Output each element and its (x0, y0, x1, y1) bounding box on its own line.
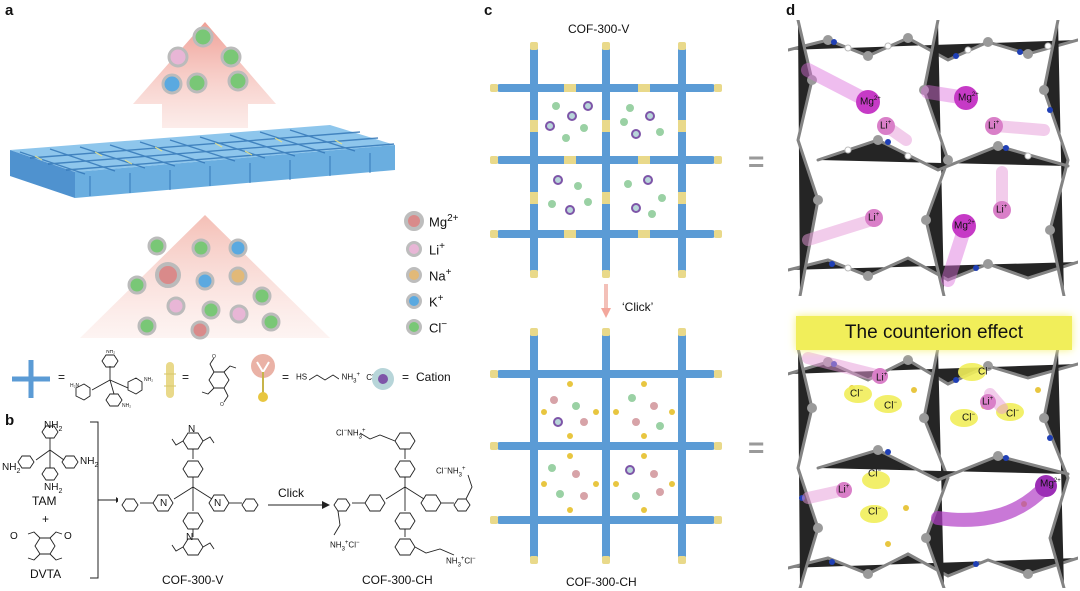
counterion-banner: The counterion effect (796, 316, 1072, 350)
md-snapshot-cof-300-ch (788, 318, 1078, 588)
cof-300-ch-label: COF-300-CH (362, 573, 433, 587)
dvta-label: DVTA (30, 567, 62, 581)
svg-text:H₂N: H₂N (70, 383, 80, 389)
svg-text:O: O (220, 402, 224, 406)
panel-d-label: d (786, 2, 796, 19)
d-ion-b6: Li+ (982, 396, 994, 408)
cof-300-ch-title: COF-300-CH (566, 575, 637, 589)
ch-ammonium-left: NH3+Cl− (330, 540, 360, 553)
tam-nh2-bottom: NH2 (44, 482, 63, 495)
cof-300-v-title: COF-300-V (568, 22, 630, 36)
svg-text:NH₂: NH₂ (144, 377, 153, 383)
panel-b-label: b (5, 412, 15, 429)
upper-arrow (133, 22, 276, 128)
cof-membrane (10, 125, 395, 198)
click-quote-label: ‘Click’ (622, 300, 654, 314)
legend-item-na: Na+ (404, 262, 474, 288)
d-ion-b8: Li+ (838, 484, 850, 496)
na-ion-icon (406, 267, 422, 283)
tam-nh2-left: NH2 (2, 462, 21, 475)
tam-structure (17, 425, 79, 481)
alkyl-chain-icon (309, 374, 340, 381)
d-ion-b3: Cl− (884, 400, 897, 412)
ch-ammonium-top: Cl−NH3+ (336, 428, 366, 441)
legend-item-cl: Cl− (404, 314, 474, 340)
feed-ions (127, 236, 281, 340)
cof-300-v-label: COF-300-V (162, 573, 224, 587)
d-ion-3: Li+ (880, 120, 892, 132)
dvta-structure (27, 531, 63, 561)
d-ion-7: Mg2+ (954, 220, 975, 232)
legend-item-mg: Mg2+ (404, 206, 474, 236)
thiol-pin-icon (251, 354, 275, 402)
mg-ion-icon (404, 211, 424, 231)
click-label: Click (278, 486, 304, 500)
panel-a-illustration (10, 22, 395, 340)
click-arrow (268, 501, 330, 509)
svg-text:NH₂: NH₂ (106, 350, 115, 355)
click-transform-arrow (601, 284, 611, 320)
md-snapshot-cof-300-v (788, 20, 1078, 296)
d-ion-b9: Cl− (868, 468, 881, 480)
pore-cations (545, 101, 666, 218)
permeated-ions (161, 26, 249, 95)
pore-ions-ch (548, 394, 664, 500)
ch-ammonium-right: Cl−NH3+ (436, 466, 466, 479)
d-ion-b11: Mg2+ (1040, 478, 1061, 490)
tam-label: TAM (32, 494, 57, 508)
cof-300-v-grid (490, 42, 722, 278)
cof-300-v-structure (121, 432, 259, 556)
d-ion-1: Mg2+ (860, 96, 881, 108)
cof-300-ch-grid (490, 328, 722, 564)
plus-sign: + (42, 512, 50, 526)
ion-legend: Mg2+ Li+ Na+ K+ Cl− (404, 206, 474, 340)
cl-ion-icon (406, 319, 422, 335)
panel-a-label: a (5, 2, 14, 19)
equals-top: = (748, 146, 765, 177)
d-ion-4: Li+ (988, 120, 1000, 132)
cation-symbol-icon (372, 368, 394, 390)
legend-item-k: K+ (404, 288, 474, 314)
d-ion-6: Li+ (996, 204, 1008, 216)
linker-icon (164, 362, 176, 398)
d-ion-2: Mg2+ (958, 92, 979, 104)
li-ion-icon (406, 241, 422, 257)
ch-ammonium-bottom: NH3+Cl− (446, 556, 476, 569)
svg-text:NH₂: NH₂ (122, 403, 131, 408)
reaction-bracket (90, 421, 118, 579)
d-ion-b5: Cl− (962, 412, 975, 424)
svg-text:O: O (212, 354, 216, 360)
d-ion-5: Li+ (868, 212, 880, 224)
tetrahedral-node-icon (12, 360, 50, 398)
k-ion-icon (406, 293, 422, 309)
cysteamine-formula: HS NH3+ Cl− (296, 372, 377, 385)
cation-label: Cation (416, 370, 451, 384)
dvta-molecule-icon: OO (201, 354, 237, 406)
cation-trails (801, 63, 1050, 287)
equals-bottom: = (748, 432, 765, 463)
cof-300-ch-structure (333, 432, 473, 556)
legend-item-li: Li+ (404, 236, 474, 262)
d-ion-b7: Cl− (1006, 408, 1019, 420)
panel-c-label: c (484, 2, 493, 19)
d-ion-b4: Cl− (978, 366, 991, 378)
tam-nh2-top: NH2 (44, 420, 63, 433)
d-ion-b10: Cl− (868, 506, 881, 518)
d-ion-b1: Cl− (850, 388, 863, 400)
tam-nh2-right: NH2 (80, 456, 99, 469)
ch-cation-trails (802, 352, 1057, 527)
d-ion-b2: Li+ (876, 372, 888, 384)
tam-molecule-icon: NH₂ H₂N NH₂ NH₂ (70, 350, 153, 408)
